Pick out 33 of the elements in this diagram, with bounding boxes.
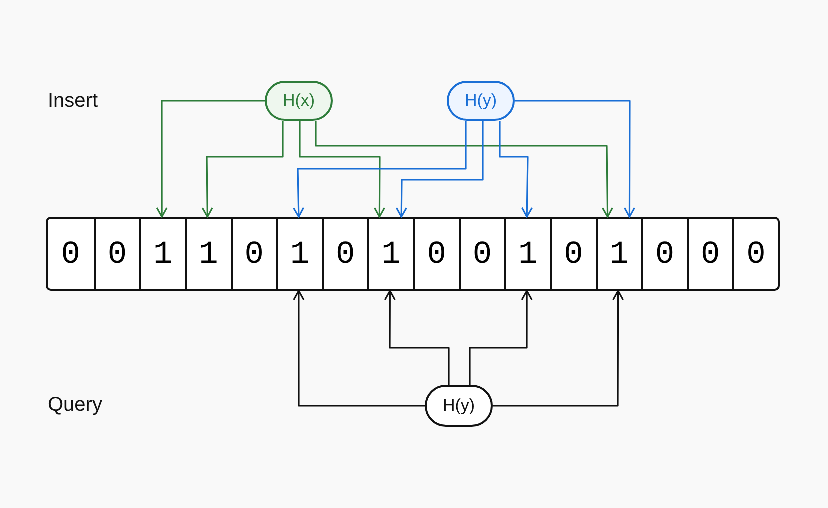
bit-cell: 1 xyxy=(367,219,413,289)
arrow xyxy=(292,121,467,218)
arrow xyxy=(469,290,533,385)
arrow xyxy=(299,121,386,218)
bit-cell: 0 xyxy=(48,219,94,289)
arrow xyxy=(396,121,484,218)
bit-cell: 0 xyxy=(230,219,276,289)
bit-cell: 0 xyxy=(458,219,504,289)
bit-cell: 0 xyxy=(322,219,368,289)
bit-cell: 1 xyxy=(276,219,322,289)
bit-cell: 0 xyxy=(686,219,732,289)
row-label: Insert xyxy=(48,90,98,113)
arrow xyxy=(202,121,284,218)
arrow xyxy=(156,100,265,218)
bit-cell: 1 xyxy=(139,219,185,289)
bit-cell: 1 xyxy=(504,219,550,289)
arrow xyxy=(515,100,636,218)
bit-cell: 0 xyxy=(641,219,687,289)
arrow xyxy=(493,290,624,407)
bit-cell: 0 xyxy=(732,219,778,289)
arrow xyxy=(293,290,425,407)
hash-function-pill: H(y) xyxy=(425,385,493,427)
arrow xyxy=(499,121,533,218)
hash-function-pill: H(y) xyxy=(447,81,515,121)
bit-cell: 0 xyxy=(94,219,140,289)
hash-function-pill: H(x) xyxy=(265,81,333,121)
arrow xyxy=(315,121,614,218)
bit-cell: 1 xyxy=(184,219,230,289)
bit-cell: 1 xyxy=(596,219,642,289)
bit-cell: 0 xyxy=(413,219,459,289)
arrow xyxy=(384,290,450,385)
row-label: Query xyxy=(48,394,102,417)
bit-cell: 0 xyxy=(550,219,596,289)
